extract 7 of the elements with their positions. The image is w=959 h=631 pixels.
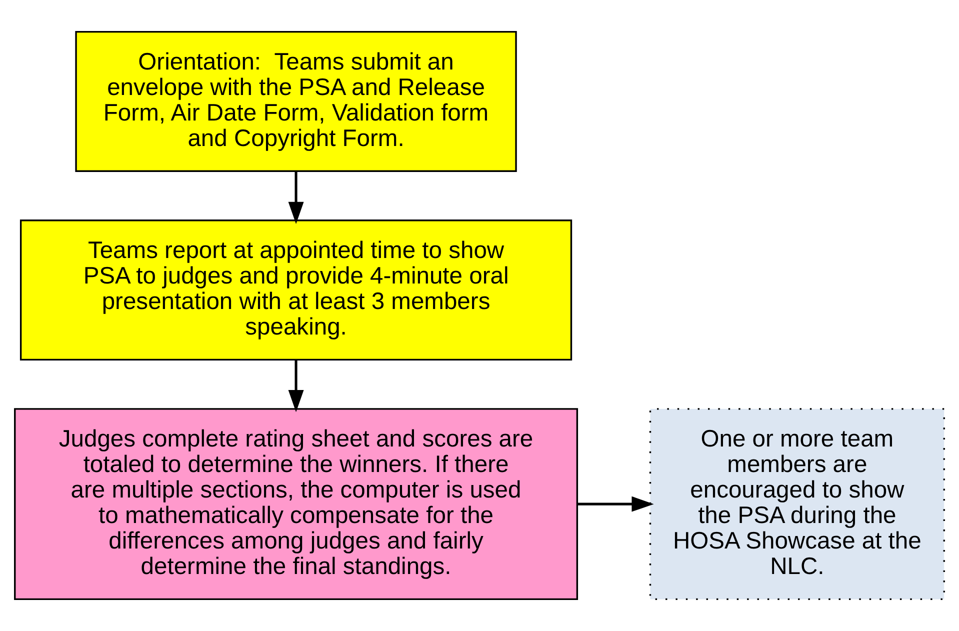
arrow xyxy=(577,496,654,512)
node-box: One or more team members are encouraged to show the PSA during the HOSA Showcase at the NLC. xyxy=(649,408,945,600)
node-box: Orientation: Teams submit an envelope with the PSA and Release Form, Air Date Form, Validation form and Copyright Form. xyxy=(75,30,517,172)
arrow xyxy=(288,360,304,412)
node-box: Judges complete rating sheet and scores are totaled to determine the winners. If there are multiple sections, the computer is used to mathematically compensate for the differences among judges and fairly determine the final standings. xyxy=(14,408,578,600)
arrow xyxy=(288,172,304,224)
node-box: Teams report at appointed time to show PSA to judges and provide 4-minute oral presentation with at least 3 members speaking. xyxy=(20,220,572,361)
